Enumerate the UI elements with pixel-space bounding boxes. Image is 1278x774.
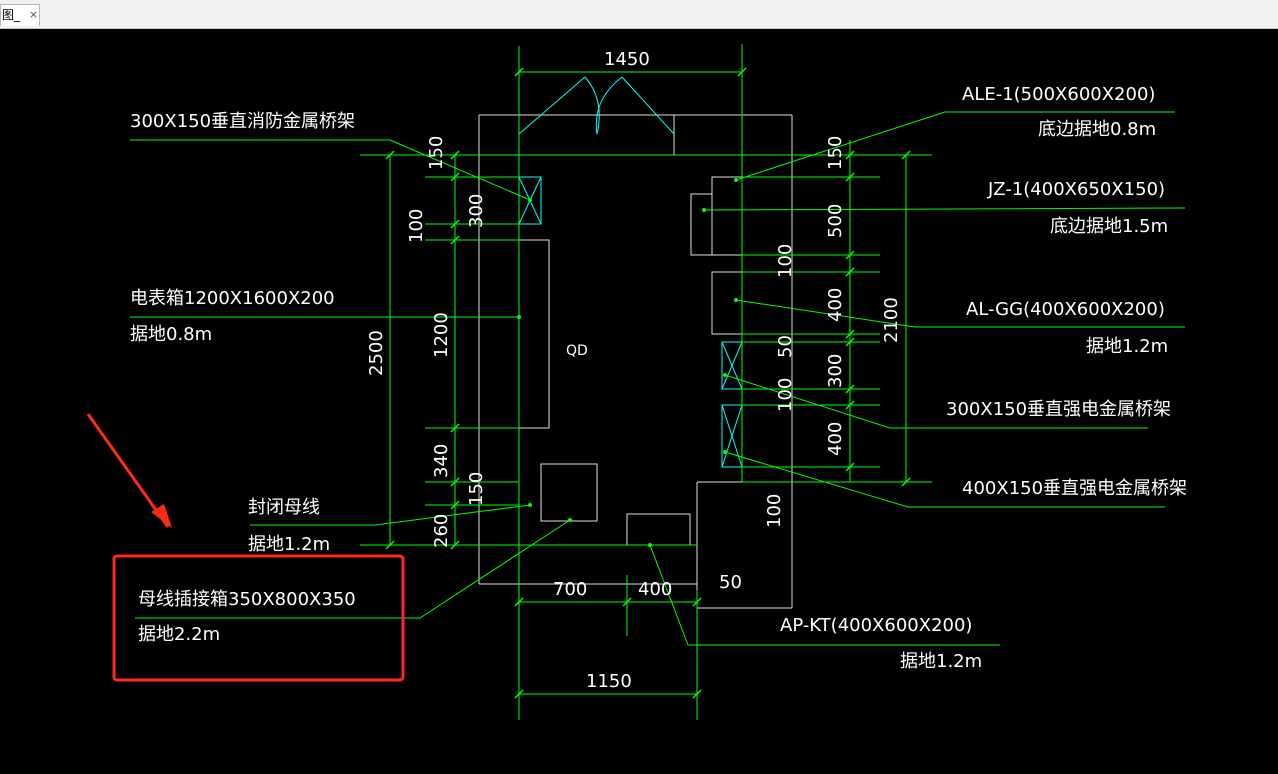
label-algg: AL-GG(400X600X200) [966,299,1165,320]
label-jz1: JZ-1(400X650X150) [987,179,1165,200]
door-swing [518,76,743,468]
label-apkt-height: 据地1.2m [900,651,982,672]
dim-150-left-bottom: 150 [466,472,487,506]
dim-1450: 1450 [604,49,650,70]
leader-dots [517,178,738,547]
label-ale1: ALE-1(500X600X200) [962,84,1155,105]
arrow-head-icon [151,504,172,528]
room-walls [478,114,793,609]
label-meter-box-height: 据地0.8m [130,324,212,345]
label-tray-400: 400X150垂直强电金属桥架 [962,478,1187,499]
dim-2500: 2500 [366,330,387,376]
dim-400-right-b: 400 [825,422,846,456]
label-jz1-height: 底边据地1.5m [1050,216,1168,237]
room-label: QD [566,343,588,359]
dim-100-left: 100 [406,209,427,243]
dim-1200: 1200 [431,312,452,358]
label-plug-box: 母线插接箱350X800X350 [138,589,356,610]
label-busbar: 封闭母线 [248,497,320,518]
dim-2100: 2100 [881,297,902,343]
dim-400-right-a: 400 [825,288,846,322]
label-ale1-height: 底边据地0.8m [1038,119,1156,140]
dim-100-inner: 100 [764,494,785,528]
dim-50-inner: 50 [719,572,742,593]
dim-500: 500 [825,204,846,238]
label-fire-tray: 300X150垂直消防金属桥架 [130,111,355,132]
cad-drawing: 1450 1150 700 400 2500 100 150 300 1200 … [86,44,1187,720]
dimension-ticks [385,67,911,699]
dim-300-left: 300 [466,194,487,228]
cad-canvas[interactable]: 1450 1150 700 400 2500 100 150 300 1200 … [0,29,1278,770]
dimension-texts: 1450 1150 700 400 2500 100 150 300 1200 … [366,49,902,692]
annotation-labels: 300X150垂直消防金属桥架 电表箱1200X1600X200 据地0.8m … [130,84,1187,672]
dim-700: 700 [553,579,587,600]
dim-50-right: 50 [775,335,796,358]
label-apkt: AP-KT(400X600X200) [780,615,972,636]
highlight-annotation [86,413,405,682]
dimension-lines [130,44,1186,720]
dim-300-right: 300 [825,354,846,388]
dim-100-right-a: 100 [775,244,796,278]
dim-100-right-b: 100 [775,378,796,412]
drawing-tab[interactable]: 图_ × [0,4,40,26]
dim-340: 340 [431,444,452,478]
label-plug-box-height: 据地2.2m [138,624,220,645]
drawing-tab-label: 图_ [2,8,21,22]
close-icon[interactable]: × [28,8,39,21]
dim-150-right: 150 [825,136,846,170]
dim-400-bottom: 400 [638,579,672,600]
dim-1150: 1150 [586,671,632,692]
tab-bar: 图_ × [0,0,1278,29]
dim-150-left-top: 150 [426,136,447,170]
dim-260: 260 [431,514,452,548]
label-tray-300: 300X150垂直强电金属桥架 [946,399,1171,420]
label-algg-height: 据地1.2m [1086,336,1168,357]
label-busbar-height: 据地1.2m [248,534,330,555]
label-meter-box: 电表箱1200X1600X200 [130,288,335,309]
